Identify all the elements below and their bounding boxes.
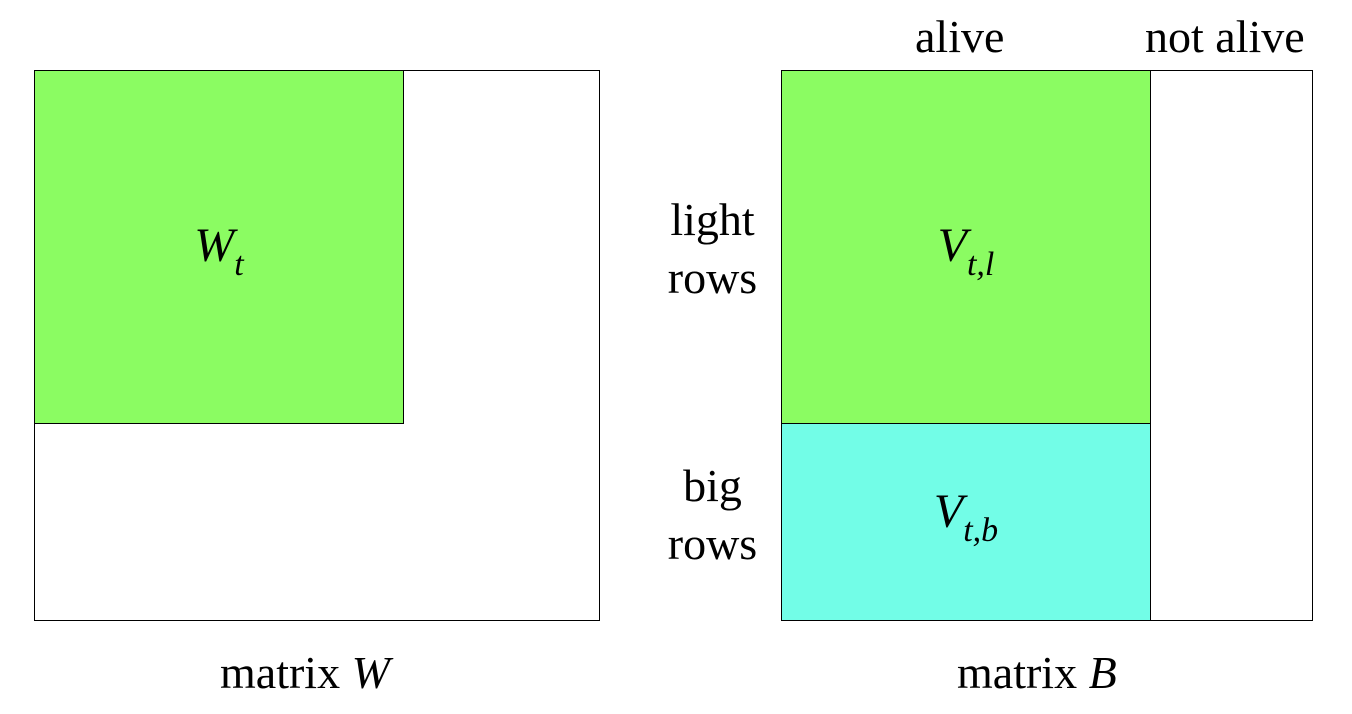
caption-matrix-b-prefix: matrix [957,647,1078,698]
caption-matrix-b-var: B [1088,647,1117,698]
matrix-b-block-light [781,70,1151,424]
vtl-label: Vt,l [781,222,1151,282]
row-label-light-line1: light [670,194,755,245]
row-label-light: light rows [655,191,770,307]
column-label-alive: alive [915,11,1005,62]
caption-matrix-w-var: W [351,647,390,698]
caption-matrix-w-prefix: matrix [220,647,341,698]
column-label-not-alive: not alive [1145,11,1305,62]
vtb-label-sub: t,b [963,512,999,549]
row-label-big-line2: rows [667,518,758,569]
matrix-w-block-wt [34,70,404,424]
row-label-big: big rows [655,457,770,573]
row-label-big-line1: big [683,460,742,511]
caption-matrix-w: matrix W [220,650,390,696]
row-label-light-line2: rows [667,252,758,303]
matrix-b-block-big [781,423,1151,621]
caption-matrix-b: matrix B [957,650,1117,696]
vtl-label-main: V [937,219,967,272]
vtl-label-sub: t,l [966,246,995,283]
vtb-label: Vt,b [781,488,1151,548]
wt-label: Wt [34,222,404,282]
wt-label-main: W [194,219,235,272]
vtb-label-main: V [933,485,964,538]
wt-label-sub: t [234,246,244,283]
